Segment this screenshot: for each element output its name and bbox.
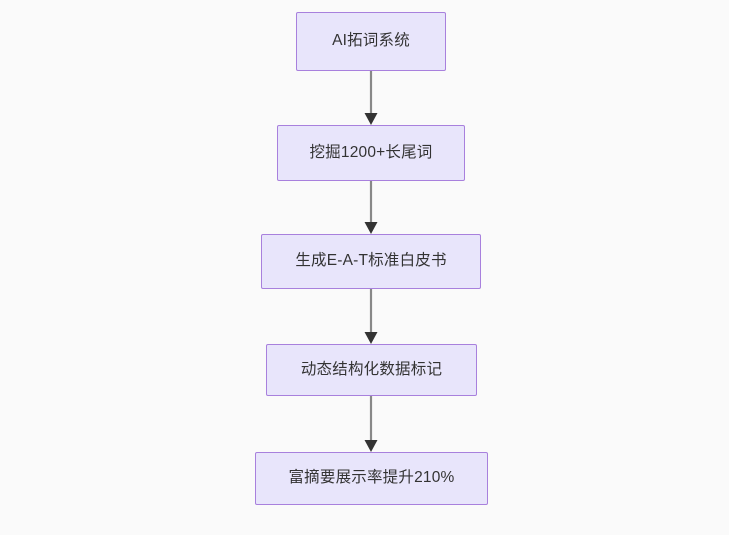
- node-label: 挖掘1200+长尾词: [309, 143, 433, 161]
- edge-structured-data-to-rich-snippet: [351, 394, 391, 454]
- edge-eat-whitepaper-to-structured-data: [351, 287, 391, 346]
- node-rich-snippet-uplift[interactable]: 富摘要展示率提升210%: [255, 452, 488, 505]
- edge-ai-system-to-mine-keywords: [351, 69, 391, 127]
- node-mine-longtail-keywords[interactable]: 挖掘1200+长尾词: [277, 125, 465, 181]
- node-generate-eat-whitepaper[interactable]: 生成E-A-T标准白皮书: [261, 234, 481, 289]
- node-label: 动态结构化数据标记: [300, 360, 443, 378]
- node-label: AI拓词系统: [332, 32, 410, 50]
- node-label: 富摘要展示率提升210%: [288, 469, 455, 487]
- edge-mine-keywords-to-eat-whitepaper: [351, 179, 391, 236]
- node-ai-keyword-system[interactable]: AI拓词系统: [296, 12, 446, 71]
- node-dynamic-structured-data[interactable]: 动态结构化数据标记: [266, 344, 477, 396]
- node-label: 生成E-A-T标准白皮书: [295, 252, 447, 270]
